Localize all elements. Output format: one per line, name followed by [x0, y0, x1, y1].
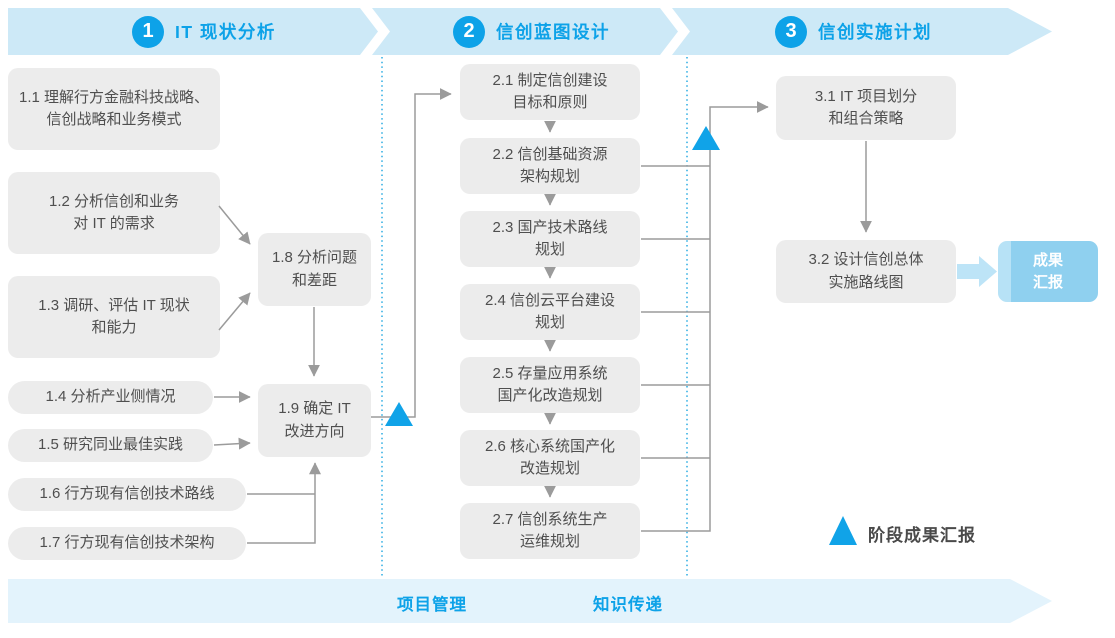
step-2-7-box: 2.7 信创系统生产 运维规划: [460, 503, 640, 559]
step-2-3-box: 2.3 国产技术路线 规划: [460, 211, 640, 267]
step-1-5-box: 1.5 研究同业最佳实践: [8, 429, 213, 462]
result-report-box: 成果 汇报: [998, 241, 1098, 302]
legend-triangle-icon: [829, 516, 857, 545]
step-2-1-box: 2.1 制定信创建设 目标和原则: [460, 64, 640, 120]
step-1-9-box: 1.9 确定 IT 改进方向: [258, 384, 371, 457]
phase-3-header: 3 信创实施计划: [775, 8, 932, 55]
result-arrow-icon: [957, 256, 997, 287]
phase-1-header: 1 IT 现状分析: [132, 8, 276, 55]
step-1-3-box: 1.3 调研、评估 IT 现状 和能力: [8, 276, 220, 358]
step-3-1-box: 3.1 IT 项目划分 和组合策略: [776, 76, 956, 140]
milestone-triangle-icon-phase2: [692, 126, 720, 150]
step-3-2-box: 3.2 设计信创总体 实施路线图: [776, 240, 956, 303]
step-1-1-box: 1.1 理解行方金融科技战略、 信创战略和业务模式: [8, 68, 220, 150]
footer-banner-bar: [8, 579, 1052, 623]
step-1-6-box: 1.6 行方现有信创技术路线: [8, 478, 246, 511]
step-1-4-box: 1.4 分析产业侧情况: [8, 381, 213, 414]
milestone-triangle-icon-phase1: [385, 402, 413, 426]
footer-item-knowledge-transfer: 知识传递: [593, 596, 663, 614]
step-1-8-box: 1.8 分析问题 和差距: [258, 233, 371, 306]
step-1-7-box: 1.7 行方现有信创技术架构: [8, 527, 246, 560]
step-1-2-box: 1.2 分析信创和业务 对 IT 的需求: [8, 172, 220, 254]
phase-3-title: 信创实施计划: [818, 22, 932, 42]
step-2-2-box: 2.2 信创基础资源 架构规划: [460, 138, 640, 194]
step-2-5-box: 2.5 存量应用系统 国产化改造规划: [460, 357, 640, 413]
phase-1-number-badge: 1: [132, 15, 164, 48]
footer-item-project-management: 项目管理: [397, 596, 467, 614]
step-2-4-box: 2.4 信创云平台建设 规划: [460, 284, 640, 340]
phase-3-number-badge: 3: [775, 15, 807, 48]
legend-label: 阶段成果汇报: [868, 526, 976, 545]
phase-2-title: 信创蓝图设计: [496, 22, 610, 42]
phase-2-number-badge: 2: [453, 15, 485, 48]
step-2-6-box: 2.6 核心系统国产化 改造规划: [460, 430, 640, 486]
phase-2-header: 2 信创蓝图设计: [453, 8, 610, 55]
phase-1-title: IT 现状分析: [175, 22, 276, 42]
phase-banner-bar: [8, 8, 1052, 55]
